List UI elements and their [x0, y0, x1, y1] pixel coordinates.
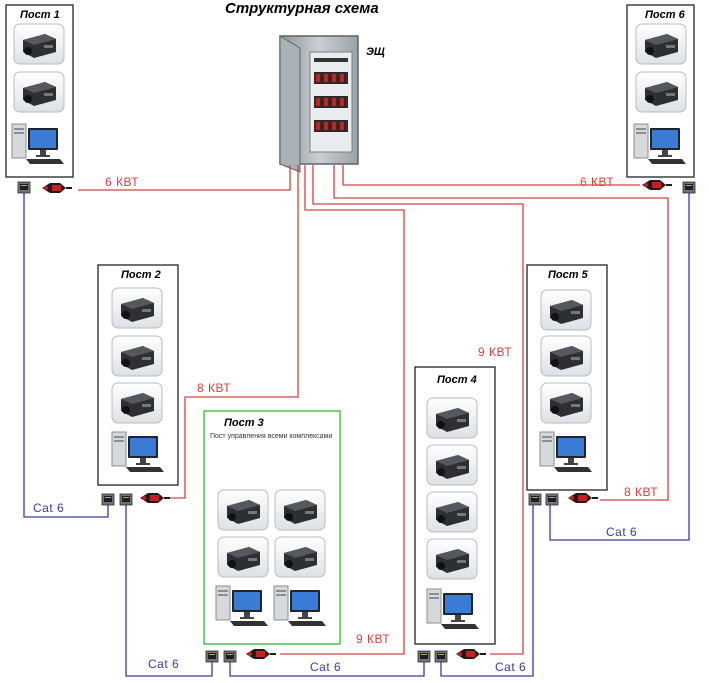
network-line-post1-post2	[23, 193, 109, 518]
network-port-icon	[417, 650, 431, 663]
post-label: Пост 1	[20, 9, 60, 21]
power-line-post5	[333, 165, 669, 501]
network-port-icon	[682, 181, 696, 194]
network-port-icon	[101, 493, 115, 506]
network-port-icon	[434, 650, 448, 663]
post-2: Пост 2	[97, 264, 179, 486]
power-plug-icon	[139, 492, 171, 504]
device-icon	[426, 538, 478, 580]
post-3: Пост 3 Пост управления всеми комплексами	[203, 410, 341, 645]
network-line-post3-post4	[229, 662, 425, 677]
post-label: Пост 3	[224, 417, 264, 429]
device-icon	[540, 382, 592, 424]
network-lines	[23, 193, 690, 677]
device-icon	[426, 397, 478, 439]
diagram-title: Структурная схема	[225, 0, 379, 17]
network-line-post6-post5	[549, 193, 690, 541]
network-port-icon	[17, 181, 31, 194]
device-icon	[217, 536, 269, 578]
power-lines	[78, 165, 669, 655]
power-line-post6	[342, 165, 640, 186]
network-label-right: Cat 6	[606, 525, 637, 539]
network-line-post4-post5	[440, 505, 534, 677]
network-port-icon	[119, 493, 133, 506]
device-icon	[540, 335, 592, 377]
post-label: Пост 5	[548, 269, 589, 281]
network-port-icon	[528, 493, 542, 506]
device-icon	[111, 335, 163, 377]
power-label-post1: 6 КВТ	[105, 175, 139, 189]
post-label: Пост 6	[645, 9, 686, 21]
device-icon	[540, 289, 592, 331]
power-label-post3: 9 КВТ	[356, 632, 390, 646]
power-line-post2	[170, 165, 299, 499]
power-label-post4: 9 КВТ	[478, 345, 512, 359]
device-icon	[274, 489, 326, 531]
power-label-post2: 8 КВТ	[197, 381, 231, 395]
network-label-bottom-right: Cat 6	[495, 660, 526, 674]
device-icon	[13, 71, 65, 113]
power-line-post3	[280, 165, 405, 655]
device-icon	[635, 23, 687, 65]
power-label-post5: 8 КВТ	[624, 485, 658, 499]
post-1: Пост 1	[5, 4, 74, 178]
power-line-post4	[312, 165, 524, 655]
network-port-icon	[223, 650, 237, 663]
network-port-icon	[205, 650, 219, 663]
electrical-cabinet	[279, 35, 359, 173]
device-icon	[217, 489, 269, 531]
power-line-post1	[78, 165, 291, 191]
power-plug-icon	[41, 182, 73, 194]
device-icon	[111, 382, 163, 424]
post-6: Пост 6	[626, 4, 695, 178]
network-label-bottom-left: Cat 6	[148, 657, 179, 671]
power-plug-icon	[245, 648, 277, 660]
device-icon	[111, 287, 163, 329]
post-label: Пост 2	[121, 269, 161, 281]
network-label-bottom-mid: Cat 6	[310, 660, 341, 674]
network-port-icon	[545, 493, 559, 506]
device-icon	[426, 491, 478, 533]
power-plug-icon	[641, 179, 673, 191]
power-label-post6: 6 КВТ	[580, 175, 614, 189]
post-4: Пост 4	[414, 366, 496, 645]
power-plug-icon	[455, 648, 487, 660]
post-label: Пост 4	[437, 374, 477, 386]
device-icon	[13, 23, 65, 65]
cabinet-label: ЭЩ	[366, 46, 385, 58]
network-line-post2-post3	[125, 505, 213, 677]
device-icon	[635, 71, 687, 113]
network-label-left: Cat 6	[33, 501, 64, 515]
device-icon	[274, 536, 326, 578]
post-5: Пост 5	[526, 264, 608, 491]
power-plug-icon	[567, 492, 599, 504]
device-icon	[426, 444, 478, 486]
post-subtitle: Пост управления всеми комплексами	[210, 433, 332, 440]
